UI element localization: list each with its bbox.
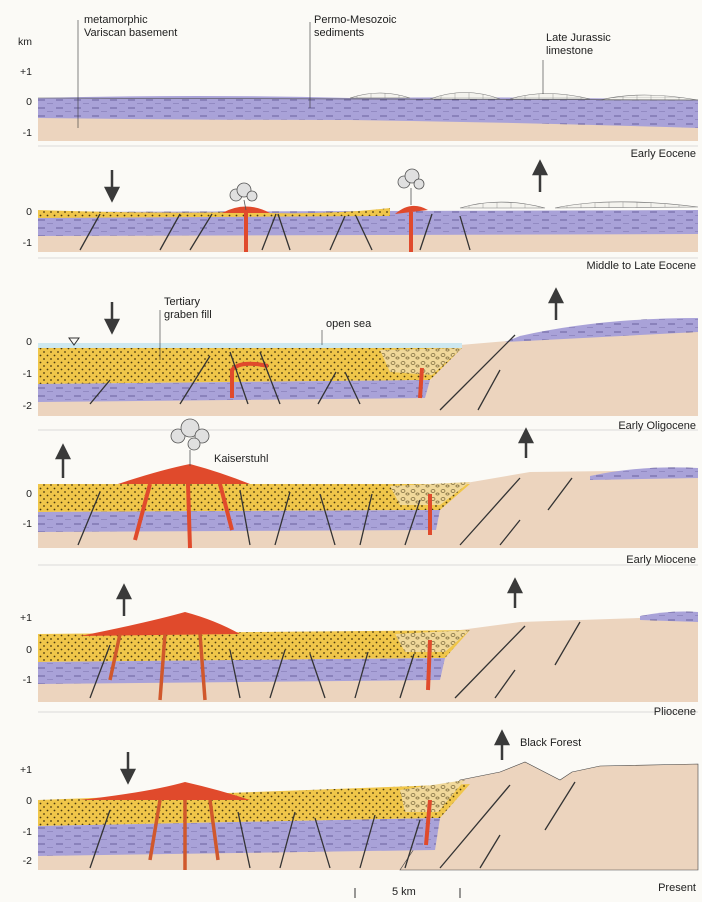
tick-label: -2 <box>12 400 32 412</box>
arrow-down-icon <box>106 302 118 332</box>
arrow-up-icon <box>496 732 508 760</box>
volcano <box>80 612 240 636</box>
label-open-sea: open sea <box>326 318 371 331</box>
arrow-up-icon <box>57 446 69 478</box>
limestone-lens <box>510 94 590 100</box>
panel-title: Present <box>658 882 696 894</box>
tick-label: +1 <box>12 66 32 78</box>
label-kaiserstuhl: Kaiserstuhl <box>214 453 268 466</box>
tick-label: 0 <box>12 795 32 807</box>
shoulder-sediments <box>590 467 698 480</box>
tick-label: 0 <box>12 336 32 348</box>
tick-label: -1 <box>12 237 32 249</box>
tick-label: -1 <box>12 518 32 530</box>
limestone-lens <box>555 202 698 208</box>
arrow-down-icon <box>106 170 118 200</box>
unit-label: km <box>12 36 32 48</box>
tick-label: -1 <box>12 127 32 139</box>
panel-early-miocene <box>38 464 698 565</box>
label-basement: metamorphic Variscan basement <box>84 14 177 40</box>
magma-conduit <box>428 640 430 690</box>
volcano <box>118 464 250 484</box>
magma-conduit <box>420 368 422 398</box>
limestone-lens <box>430 93 500 100</box>
label-graben-fill: Tertiary graben fill <box>164 296 212 322</box>
panel-pliocene <box>38 612 698 713</box>
panel-early-oligocene <box>38 318 698 430</box>
label-limestone: Late Jurassic limestone <box>546 32 611 58</box>
label-black-forest: Black Forest <box>520 737 581 750</box>
arrow-up-icon <box>534 162 546 192</box>
tick-label: -2 <box>12 855 32 867</box>
scale-bar-label: 5 km <box>392 886 416 899</box>
tick-label: -1 <box>12 368 32 380</box>
arrow-up-icon <box>520 430 532 458</box>
open-sea <box>38 343 462 348</box>
panel-title: Early Oligocene <box>618 420 696 432</box>
tick-label: 0 <box>12 96 32 108</box>
arrow-up-icon <box>118 586 130 616</box>
sediment-layer <box>38 510 440 532</box>
panel-title: Early Eocene <box>631 148 696 160</box>
tick-label: -1 <box>12 674 32 686</box>
tick-label: +1 <box>12 764 32 776</box>
rift-shoulder <box>400 762 698 870</box>
limestone-lens <box>460 202 545 208</box>
limestone-lens <box>600 95 698 100</box>
arrow-up-icon <box>509 580 521 608</box>
panel-title: Early Miocene <box>626 554 696 566</box>
panel-title: Middle to Late Eocene <box>587 260 696 272</box>
volcanic-plume-icon <box>398 169 424 205</box>
label-sediments: Permo-Mesozoic sediments <box>314 14 397 40</box>
volcanic-plume-icon <box>230 183 257 210</box>
arrow-down-icon <box>122 752 134 782</box>
volcanic-plume-icon <box>171 419 209 466</box>
panel-present <box>38 762 698 898</box>
tick-label: 0 <box>12 488 32 500</box>
arrow-up-icon <box>550 290 562 320</box>
tick-label: -1 <box>12 826 32 838</box>
tick-label: 0 <box>12 644 32 656</box>
sediment-layer <box>38 658 445 684</box>
panel-middle-late-eocene <box>38 202 698 258</box>
panel-title: Pliocene <box>654 706 696 718</box>
limestone-lens <box>350 93 410 98</box>
volcano <box>80 782 250 800</box>
tick-label: 0 <box>12 206 32 218</box>
tick-label: +1 <box>12 612 32 624</box>
